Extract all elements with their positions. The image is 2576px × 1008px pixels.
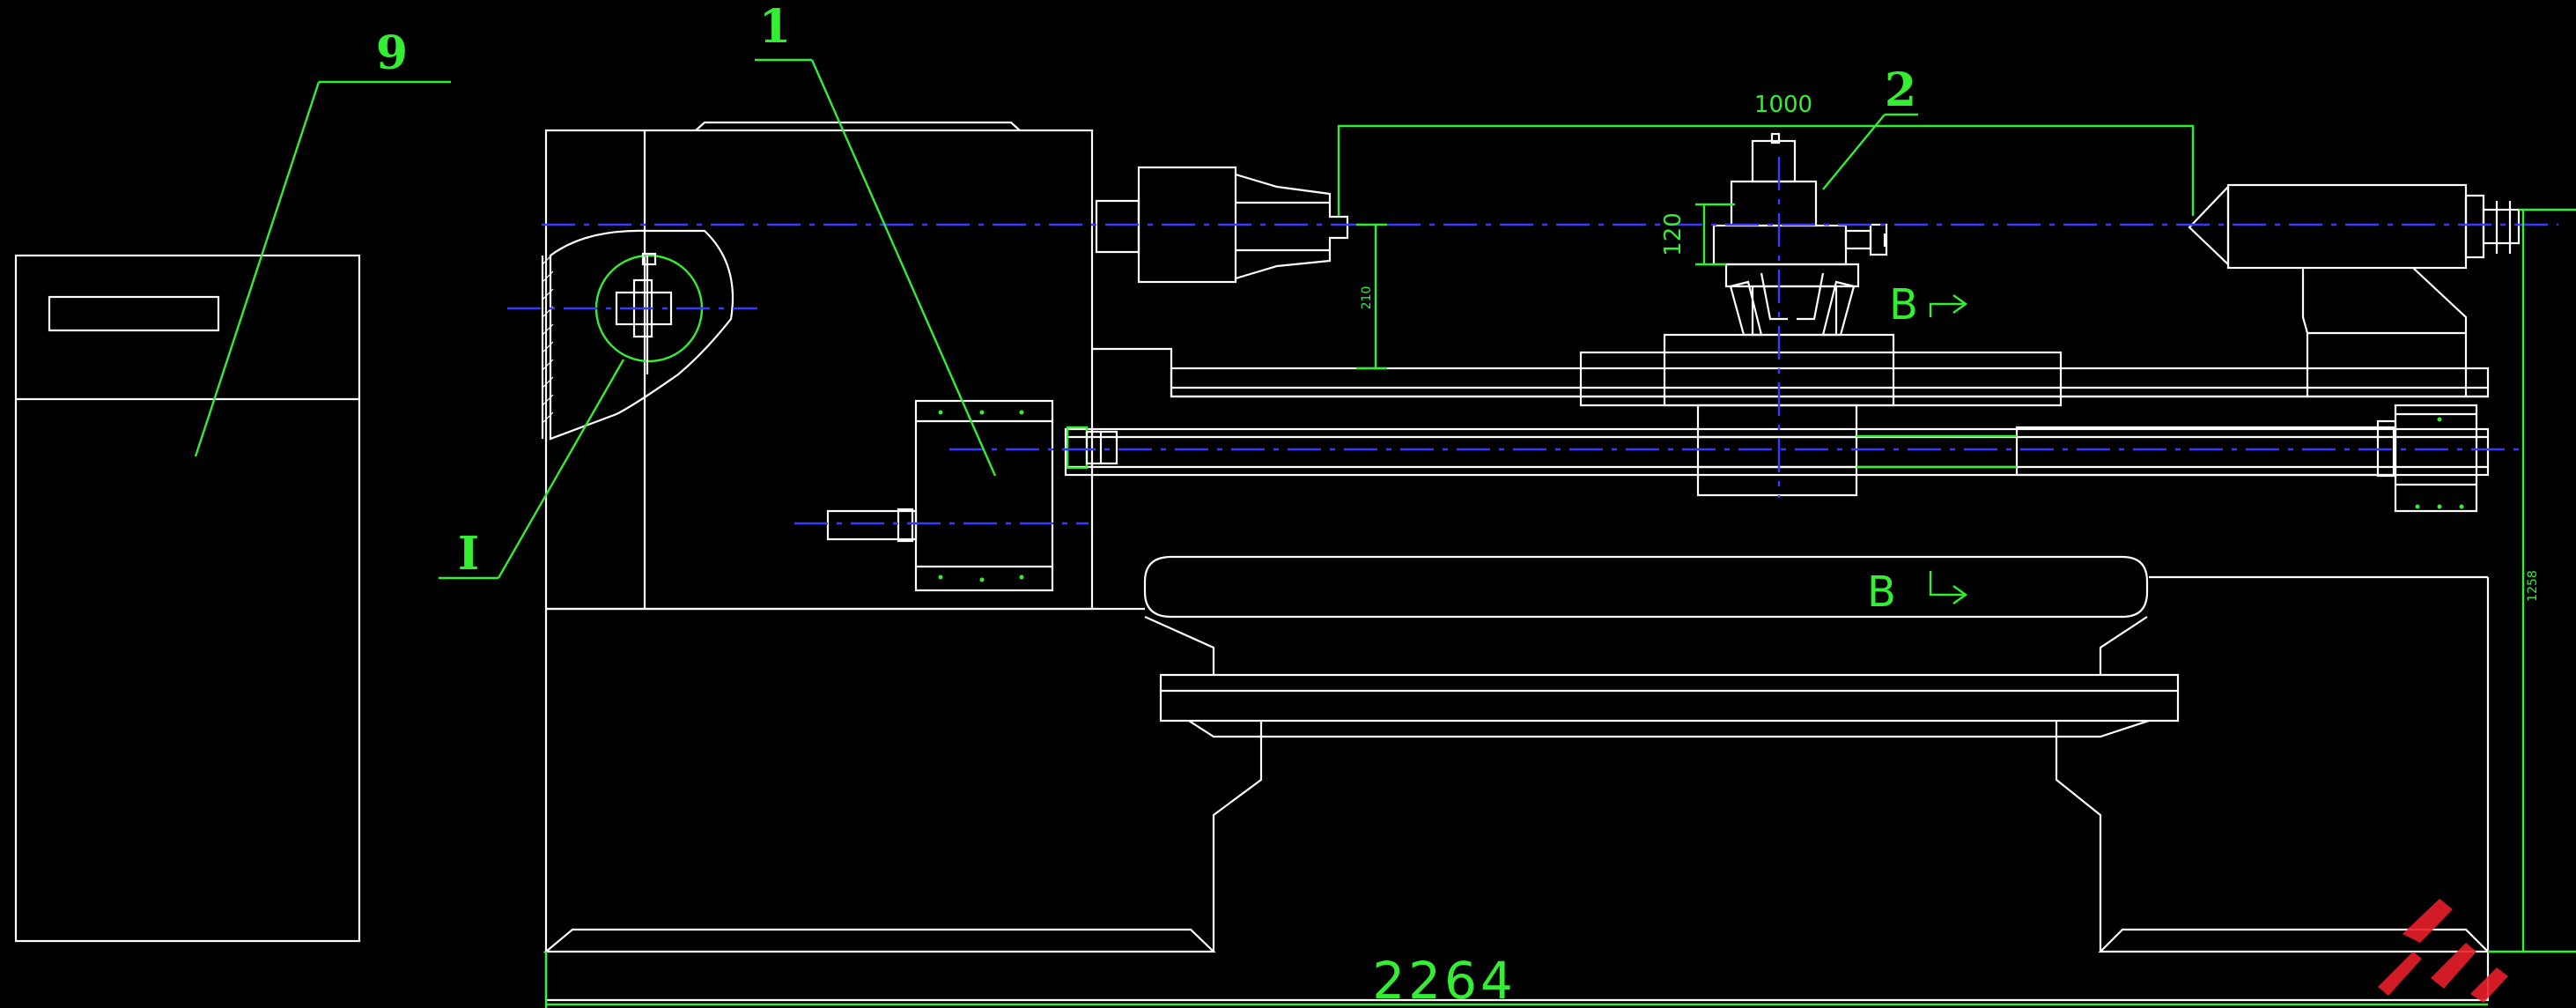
- carriage: [1579, 132, 2395, 497]
- section-mark-lower: B: [1867, 567, 1968, 617]
- callout-1-label: 1: [759, 0, 791, 54]
- dimension-overall-length: 2264: [544, 951, 2488, 1008]
- control-cabinet: [14, 254, 361, 943]
- apron: [826, 399, 1118, 592]
- dimension-tool-height: 120: [1660, 203, 1735, 266]
- overall-length-text: 2264: [1372, 951, 1517, 1008]
- tailstock: [2188, 183, 2521, 513]
- callout-9: 9: [194, 26, 451, 457]
- watermark-stamp: [2378, 899, 2508, 1003]
- dimension-travel: 1000: [1337, 92, 2195, 216]
- callout-detail-I: I: [439, 359, 625, 581]
- callout-9-label: 9: [376, 26, 408, 80]
- section-label-upper: B: [1889, 280, 1918, 330]
- lathe-body: [543, 121, 2491, 1002]
- travel-text: 1000: [1754, 92, 1812, 118]
- callout-1: 1: [755, 0, 997, 477]
- headstock: [544, 129, 1094, 611]
- cabinet-display-window: [48, 295, 220, 332]
- dimension-overall-height: 1258: [2488, 208, 2576, 953]
- section-mark-upper: B: [1889, 280, 1968, 330]
- gearbox-detail: [541, 229, 734, 441]
- callout-2: 2: [1822, 63, 1918, 190]
- callout-detail-I-label: I: [458, 527, 479, 581]
- tool-height-text: 120: [1660, 212, 1687, 256]
- section-label-lower: B: [1867, 567, 1896, 617]
- center-height-text: 210: [1360, 286, 1374, 310]
- callout-2-label: 2: [1885, 63, 1916, 117]
- dimension-center-height: 210: [1356, 223, 1387, 370]
- centerlines: [507, 157, 2558, 525]
- overall-height-text: 1258: [2526, 570, 2540, 602]
